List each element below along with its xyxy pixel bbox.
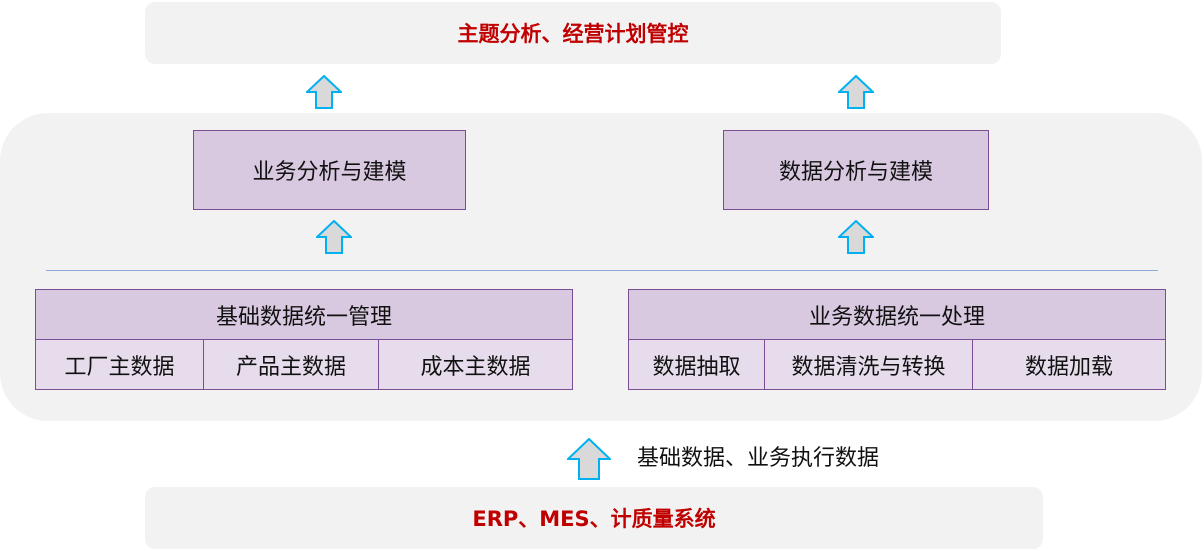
business-data-group: 业务数据统一处理 数据抽取 数据清洗与转换 数据加载 [628, 289, 1166, 390]
business-data-group-title: 业务数据统一处理 [629, 290, 1165, 340]
up-arrow-icon [838, 220, 874, 254]
master-data-group: 基础数据统一管理 工厂主数据 产品主数据 成本主数据 [35, 289, 573, 390]
bottom-band-source-systems: ERP、MES、计质量系统 [145, 487, 1043, 549]
data-analysis-modeling-box: 数据分析与建模 [723, 130, 989, 210]
data-loading-cell: 数据加载 [1024, 354, 1113, 380]
cost-master-data-cell: 成本主数据 [420, 354, 531, 380]
up-arrow-icon [838, 75, 874, 109]
factory-master-data-cell: 工厂主数据 [36, 340, 204, 389]
master-data-group-title: 基础数据统一管理 [36, 290, 572, 340]
data-extraction-cell: 数据抽取 [629, 340, 765, 389]
data-cleaning-transform-cell: 数据清洗与转换 [765, 340, 973, 389]
product-master-data-cell: 产品主数据 [204, 340, 379, 389]
bottom-band-label: ERP、MES、计质量系统 [472, 507, 716, 531]
up-arrow-icon [567, 438, 611, 480]
up-arrow-icon [306, 75, 342, 109]
top-band-label: 主题分析、经营计划管控 [457, 22, 689, 46]
top-band-theme-analysis: 主题分析、经营计划管控 [145, 2, 1001, 64]
data-model-label: 数据分析与建模 [778, 160, 933, 185]
business-model-label: 业务分析与建模 [252, 160, 407, 185]
divider-line [46, 270, 1158, 271]
source-data-label: 基础数据、业务执行数据 [637, 446, 880, 471]
business-analysis-modeling-box: 业务分析与建模 [193, 130, 466, 210]
up-arrow-icon [316, 220, 352, 254]
